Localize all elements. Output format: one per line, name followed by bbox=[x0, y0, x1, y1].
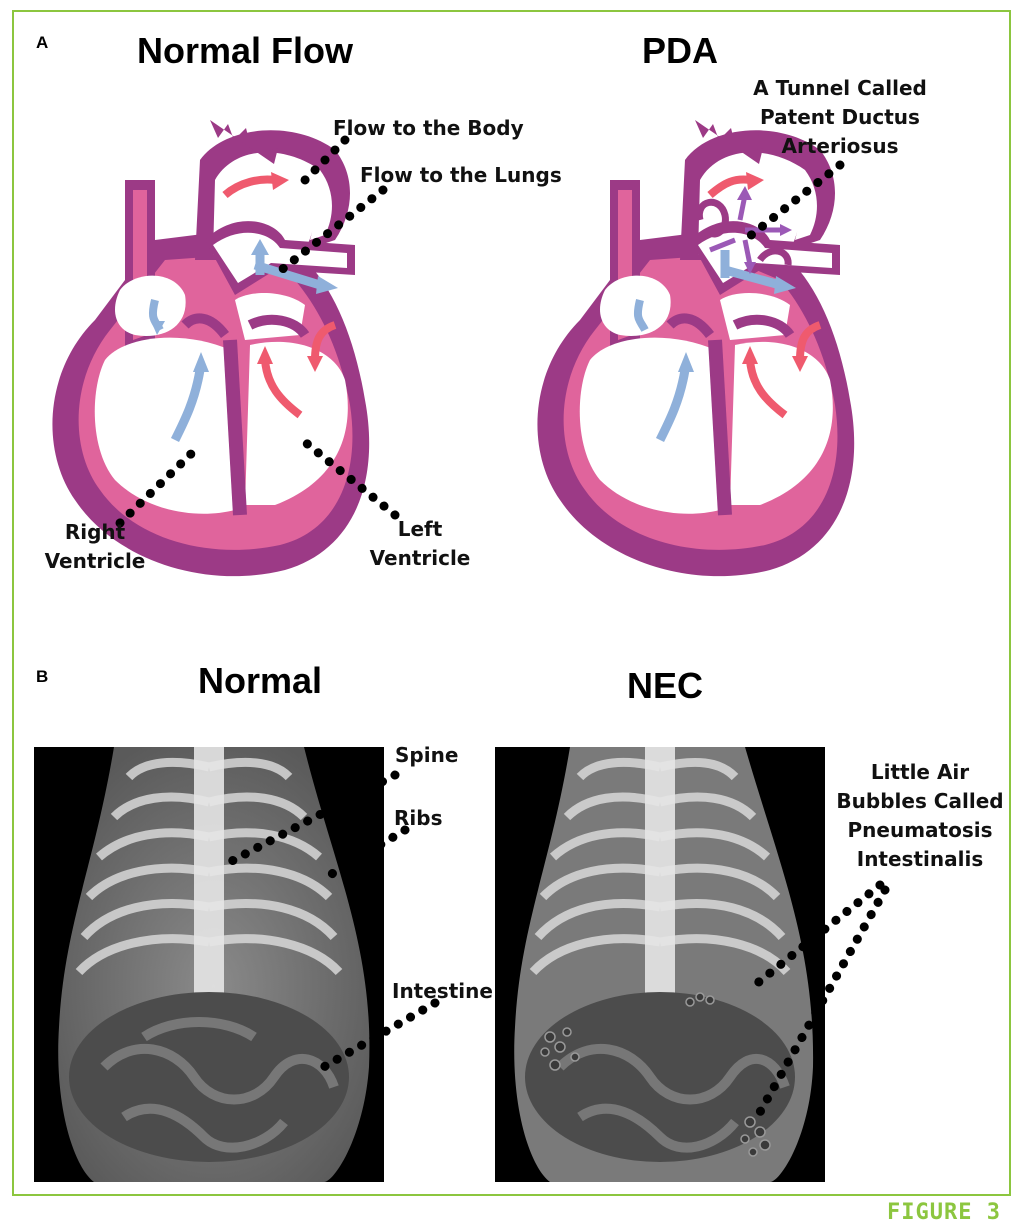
leader-nec-upper bbox=[755, 885, 880, 985]
leader-ribs bbox=[330, 830, 405, 875]
nec-label-line1: Little Air bbox=[830, 757, 1010, 787]
nec-label-line3: Pneumatosis bbox=[830, 815, 1010, 845]
ribs-label: Ribs bbox=[394, 803, 442, 833]
leader-nec-lower bbox=[760, 890, 885, 1112]
figure-tag: FIGURE 3 bbox=[887, 1200, 1001, 1225]
intestine-label: Intestine bbox=[392, 976, 493, 1006]
leader-intestine bbox=[315, 1003, 435, 1072]
spine-label: Spine bbox=[395, 740, 458, 770]
nec-label-line2: Bubbles Called bbox=[830, 786, 1010, 816]
nec-label-line4: Intestinalis bbox=[830, 844, 1010, 874]
